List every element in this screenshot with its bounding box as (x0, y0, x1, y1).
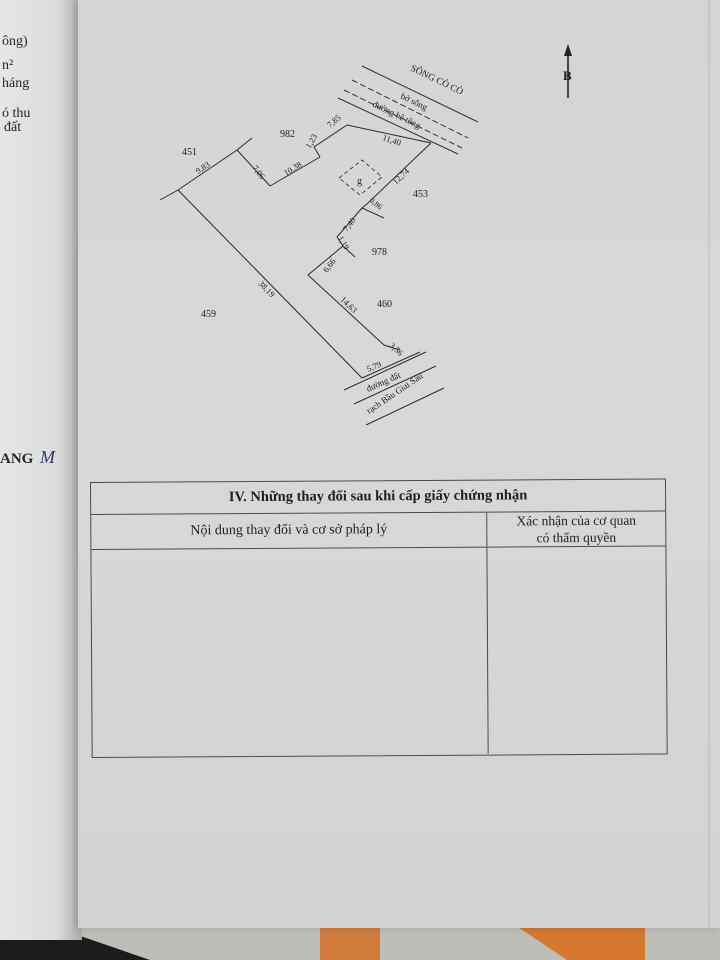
certificate-page (78, 0, 720, 928)
edge-length: 10,38 (282, 159, 304, 178)
edge-length: 3,56 (388, 340, 406, 358)
orange-object (320, 925, 380, 960)
column-header-confirmation: Xác nhận của cơ quan có thẩm quyền (487, 511, 665, 546)
parcel-number: 453 (413, 189, 428, 200)
edge-length: 38,19 (257, 278, 277, 299)
left-page-heading: ANG (0, 451, 34, 467)
signature: M (40, 447, 55, 467)
building-label: g (357, 176, 362, 187)
changes-cell-empty (91, 547, 489, 756)
background-surface (0, 925, 720, 960)
edge-length: 1,19 (336, 235, 351, 252)
edge-length: 9,83 (194, 159, 212, 175)
edge-length: 14,63 (339, 294, 360, 314)
parcel-number: 982 (280, 129, 295, 140)
page-edge (708, 0, 710, 928)
north-label: B (563, 68, 572, 83)
column-header-changes: Nội dung thay đổi và cơ sở pháp lý (91, 512, 488, 549)
table-title: IV. Những thay đổi sau khi cấp giấy chứn… (91, 479, 666, 515)
north-arrow-icon (564, 44, 572, 98)
edge-length: 6,66 (321, 256, 338, 274)
edge-length: 0,86 (368, 196, 385, 212)
left-page-text: ông) (2, 34, 28, 49)
left-page-text: ó thu (2, 106, 31, 121)
building-outline (338, 159, 383, 196)
left-page-text: đất (4, 120, 22, 135)
parcel-number: 459 (201, 309, 216, 320)
changes-table: IV. Những thay đổi sau khi cấp giấy chứn… (90, 478, 668, 758)
column-header-line: Xác nhận của cơ quan (516, 512, 637, 529)
parcel-number: 460 (377, 299, 392, 310)
edge-length: 1,23 (303, 132, 319, 150)
edge-length: 7,40 (341, 215, 358, 233)
edge-length: 5,79 (365, 359, 383, 374)
confirmation-cell-empty (487, 546, 666, 753)
table-header-row: Nội dung thay đổi và cơ sở pháp lý Xác n… (91, 511, 666, 550)
parcel-number: 451 (182, 147, 197, 158)
parcel-number: 978 (372, 247, 387, 258)
left-page-fragment: ông) n² háng ó thu đất ANG M (0, 0, 82, 940)
table-body-row (91, 546, 666, 756)
left-page-text: háng (2, 76, 30, 91)
river-bank-label: bờ sông (399, 91, 429, 113)
left-page-text: n² (2, 58, 14, 73)
edge-length: 7,06 (250, 163, 267, 181)
orange-object (515, 925, 645, 960)
edge-length: 7,85 (325, 112, 343, 129)
edge-length: 12,74 (390, 165, 411, 186)
parcel-boundaries (159, 124, 445, 426)
column-header-line: có thẩm quyền (536, 529, 617, 546)
edge-length: 11,40 (381, 132, 402, 147)
plot-diagram: B SÔNG CÒ CÒ bờ sông đường bê tông (159, 44, 572, 426)
